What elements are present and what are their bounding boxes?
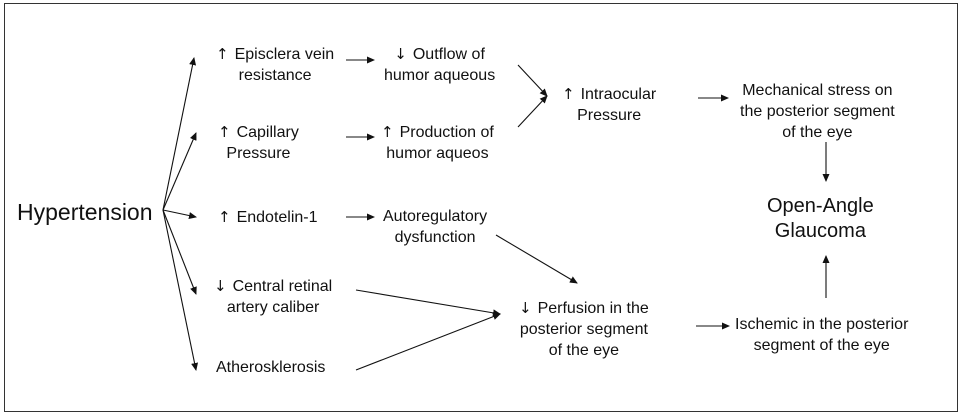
node-perfusion-line-2: posterior segment [519,321,648,338]
node-ischemic: Ischemic in the posterior segment of the… [735,314,908,356]
node-intraocular-line-1: Intraocular [580,86,657,103]
node-central-retinal-line-2: artery caliber [226,299,320,316]
node-atherosklerosis-line-1: Atherosklerosis [216,359,326,376]
node-production-line-2: humor aqueos [386,145,489,162]
node-capillary-line-2: Pressure [226,145,291,162]
edge-hypertension-to-capillary [162,132,197,211]
down-arrow-icon: ↓ [214,277,227,295]
node-capillary: ↑ Capillary Pressure [218,122,299,164]
node-glaucoma: Open-Angle Glaucoma [767,194,874,244]
up-arrow-icon: ↑ [218,123,231,141]
node-glaucoma-line-2: Glaucoma [774,220,866,242]
up-arrow-icon: ↑ [562,85,575,103]
up-arrow-icon: ↑ [218,208,231,226]
node-production-line-1: Production of [399,124,494,141]
node-intraocular: ↑ Intraocular Pressure [562,84,656,126]
node-hypertension-line-1: Hypertension [17,199,153,225]
node-outflow-line-1: Outflow of [412,46,485,63]
node-hypertension: Hypertension [17,198,153,226]
up-arrow-icon: ↑ [216,45,229,63]
node-endotelin: ↑ Endotelin-1 [218,207,318,228]
node-episclera: ↑ Episclera vein resistance [216,44,334,86]
down-arrow-icon: ↓ [519,299,532,317]
edge-autoregulatory-to-perfusion [495,234,578,284]
node-perfusion-line-1: Perfusion in the [537,300,649,317]
node-central-retinal: ↓ Central retinal artery caliber [214,276,332,318]
edge-hypertension-to-atherosklerosis [162,209,199,371]
node-mechanical-line-1: Mechanical stress on [742,82,893,99]
edge-hypertension-to-endotelin [162,209,197,219]
node-outflow-line-2: humor aqueous [384,67,496,84]
node-endotelin-line-1: Endotelin-1 [236,209,318,226]
edge-central-retinal-to-perfusion [355,289,501,317]
up-arrow-icon: ↑ [381,123,394,141]
edge-hypertension-to-central-retinal [162,209,197,295]
down-arrow-icon: ↓ [394,45,407,63]
node-autoregulatory: Autoregulatory dysfunction [383,206,487,248]
edge-production-to-intraocular [517,95,548,128]
diagram-frame [4,3,958,412]
node-capillary-line-1: Capillary [236,124,299,141]
node-atherosklerosis: Atherosklerosis [216,357,325,378]
node-autoregulatory-line-2: dysfunction [394,229,476,246]
node-episclera-line-1: Episclera vein [234,46,335,63]
node-outflow: ↓ Outflow of humor aqueous [384,44,495,86]
edge-hypertension-to-episclera [162,57,197,211]
node-mechanical: Mechanical stress on the posterior segme… [740,80,895,143]
node-perfusion-line-3: of the eye [548,342,620,359]
edge-outflow-to-intraocular [517,64,548,97]
node-ischemic-line-2: segment of the eye [753,337,890,354]
node-glaucoma-line-1: Open-Angle [767,195,874,217]
node-mechanical-line-2: the posterior segment [740,103,895,120]
node-intraocular-line-2: Pressure [577,107,642,124]
node-perfusion: ↓ Perfusion in the posterior segment of t… [519,298,649,361]
node-central-retinal-line-1: Central retinal [232,278,333,295]
node-production: ↑ Production of humor aqueos [381,122,494,164]
edge-atherosklerosis-to-perfusion [355,313,501,371]
node-mechanical-line-3: of the eye [782,124,853,141]
node-ischemic-line-1: Ischemic in the posterior [735,316,909,333]
node-episclera-line-2: resistance [238,67,312,84]
node-autoregulatory-line-1: Autoregulatory [383,208,488,225]
